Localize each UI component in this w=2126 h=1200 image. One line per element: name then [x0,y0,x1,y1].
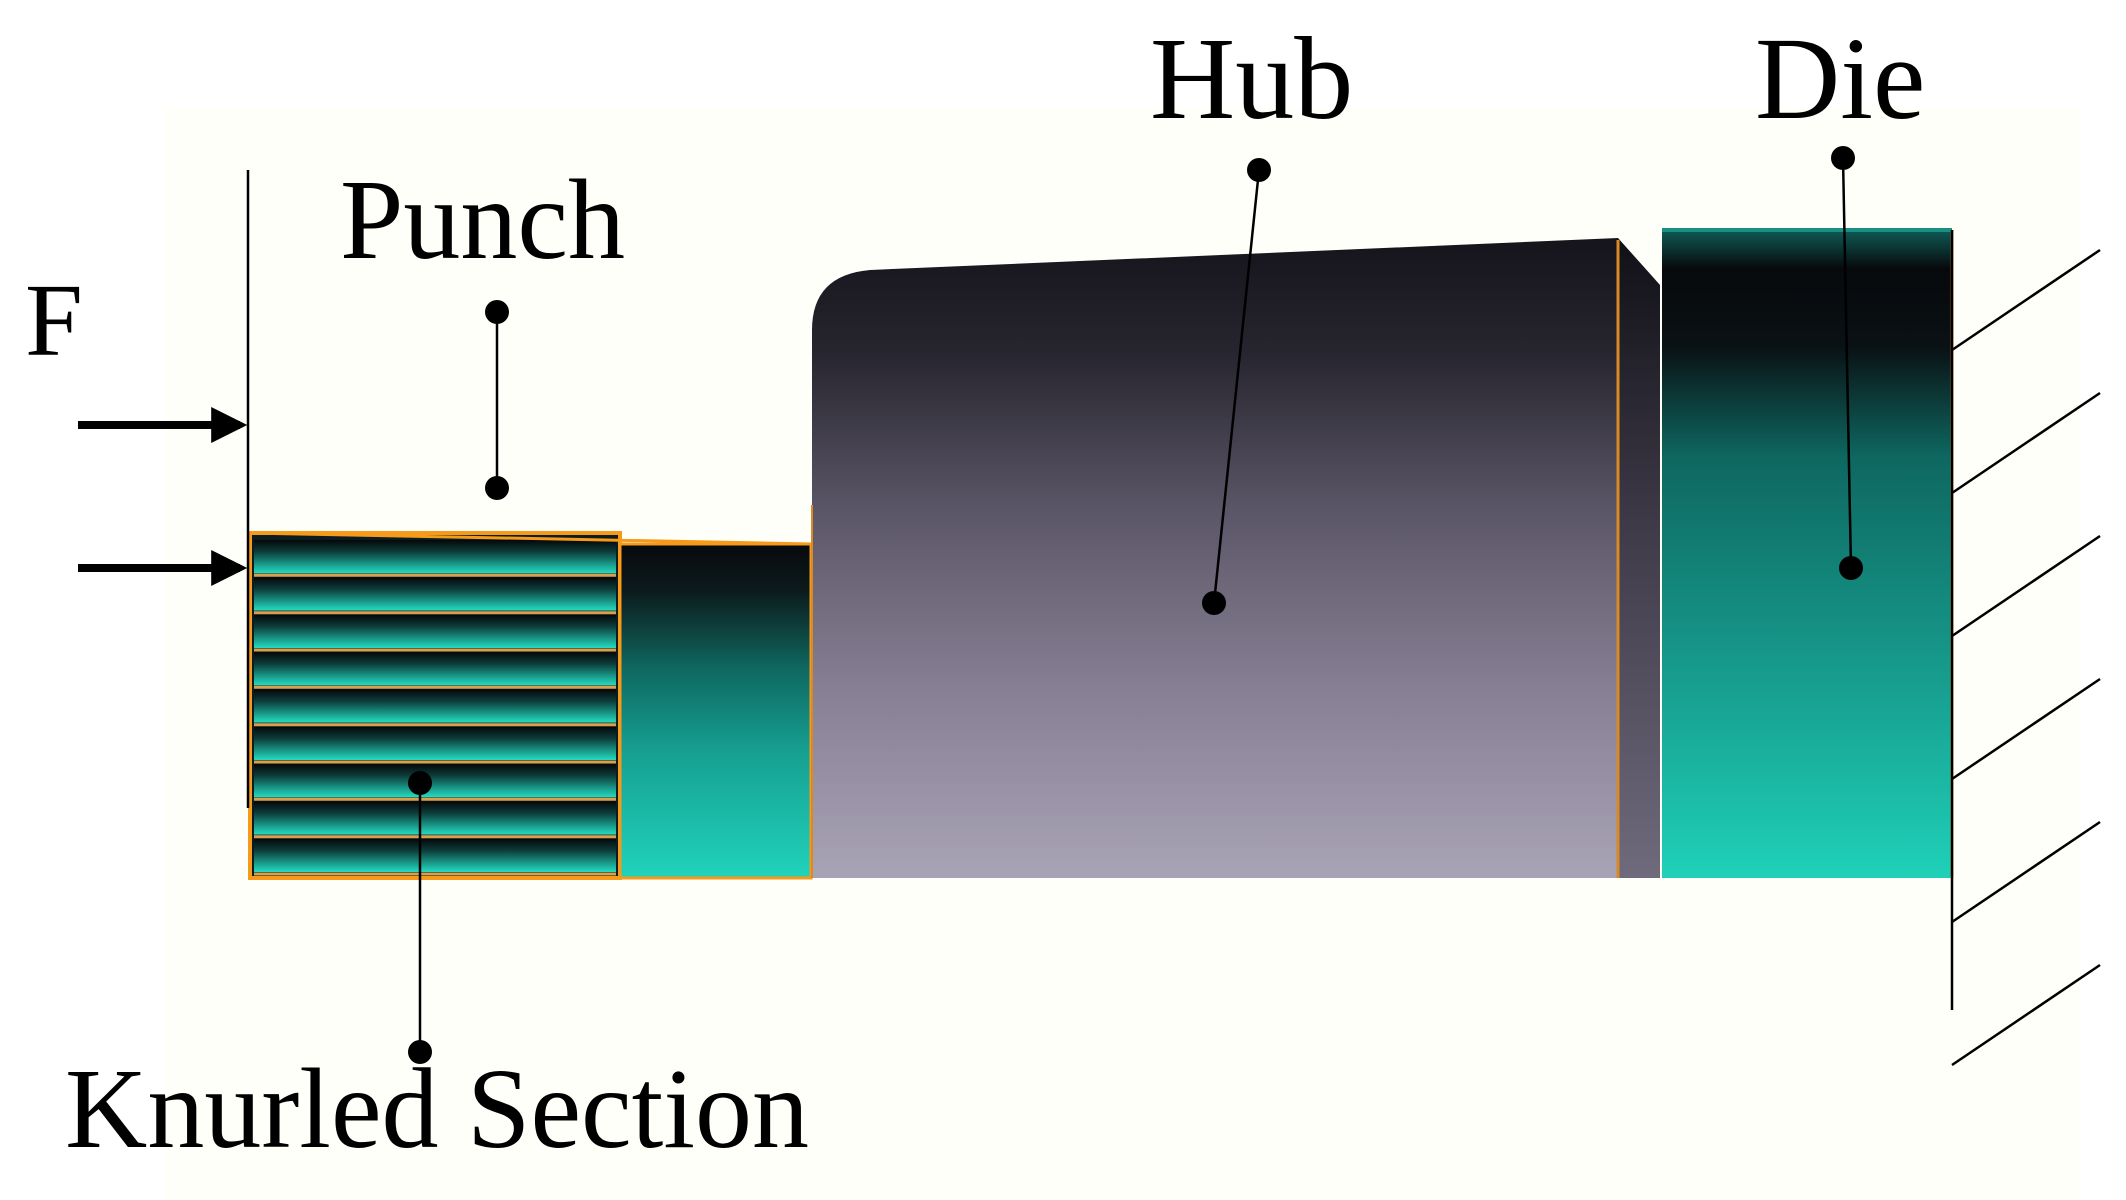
die [1662,228,1954,878]
support-hatch-line [1951,391,2101,495]
support-hatch-line [1951,963,2101,1067]
knurl-stripes [254,540,616,876]
punch-leader-dot-bottom [485,476,509,500]
punch-shank [618,542,813,880]
die-leader [1841,157,1853,569]
fixed-support [1950,230,2101,1067]
knurl-stripe [254,801,616,835]
knurl-stripe [254,540,616,574]
callout-leaders [408,146,1863,1064]
die-leader-dot-bottom [1839,556,1863,580]
knurl-stripe [254,577,616,611]
support-hatching [1951,248,2101,1067]
knurl-stripe [254,689,616,723]
support-hatch-line [1951,820,2101,924]
knurl-stripe [254,764,616,798]
knurled-leader-dot-bottom [408,1040,432,1064]
support-hatch-line [1951,248,2101,352]
die-label: Die [1755,13,1925,144]
die-leader-dot-top [1831,146,1855,170]
hub-leader [1212,169,1261,604]
die-body [1662,230,1952,878]
hub-leader-dot-bottom [1202,591,1226,615]
hub-right-face [1618,238,1660,878]
knurled-leader-dot-top [408,771,432,795]
punch [248,531,813,880]
applied-force: F [25,170,250,808]
force-label: F [25,263,83,378]
knurl-stripe [254,614,616,648]
hub [811,238,1660,878]
knurl-stripe [254,652,616,686]
hub-leader-dot-top [1247,158,1271,182]
punch-leader-dot-top [485,300,509,324]
support-hatch-line [1951,534,2101,638]
punch-top-edge [249,531,812,546]
knurled-section-label: Knurled Section [65,1045,809,1172]
punch-label: Punch [340,156,625,283]
hub-body [812,238,1618,878]
hub-label: Hub [1150,13,1353,144]
support-hatch-line [1951,677,2101,781]
knurl-stripe [254,726,616,760]
knurl-stripe [254,838,616,872]
